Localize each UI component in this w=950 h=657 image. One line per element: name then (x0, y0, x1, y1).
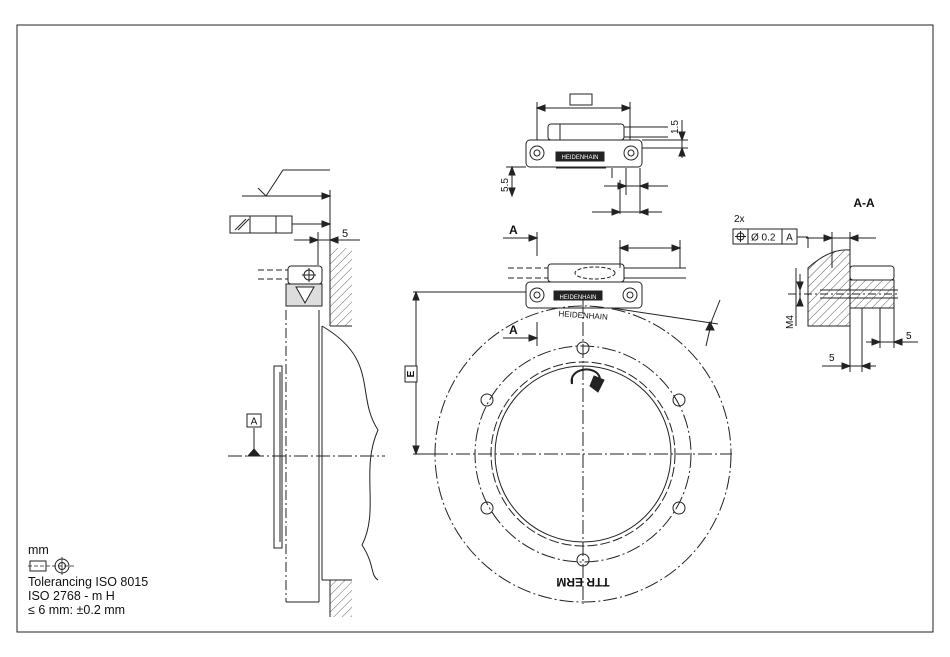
fcf-count: 2x (734, 214, 745, 225)
fcf-datum: A (786, 233, 793, 244)
note-limit: ≤ 6 mm: ±0.2 mm (28, 603, 148, 617)
note-iso: ISO 2768 - m H (28, 589, 148, 603)
fcf-tolerance: Ø 0.2 (751, 233, 776, 244)
head-brand-label: HEIDENHAIN (559, 295, 596, 301)
height-dimension-left: 5.5 (500, 178, 511, 192)
section-mark-top: A (509, 223, 518, 237)
dimension-box-top (570, 94, 592, 105)
note-tolerancing: Tolerancing ISO 8015 (28, 575, 148, 589)
thread-label: M4 (785, 315, 796, 329)
top-brand-label: HEIDENHAIN (561, 155, 598, 161)
depth-dimension-a: 5 (829, 353, 835, 364)
section-mark-bottom: A (509, 323, 518, 337)
units-label: mm (28, 543, 148, 557)
dimension-e-label: E (406, 370, 417, 377)
parallelism-frame (230, 216, 330, 233)
height-dimension-top: 1.5 (670, 120, 681, 134)
surface-finish-symbol (242, 170, 330, 199)
general-notes: mm Tolerancing ISO 8015 ISO 2768 - m H ≤… (28, 543, 148, 617)
section-view-label: A-A (853, 196, 875, 210)
depth-dimension-b: 5 (906, 331, 912, 342)
section-a-a-view (788, 232, 918, 372)
gap-dimension: 5 (342, 228, 348, 240)
datum-a-label: A (251, 417, 258, 428)
side-view (228, 170, 385, 617)
projection-icon (28, 557, 76, 575)
front-view (413, 232, 732, 604)
scale-text: TTR ERM (556, 575, 609, 589)
disc-brand-label: HEIDENHAIN (558, 309, 608, 321)
